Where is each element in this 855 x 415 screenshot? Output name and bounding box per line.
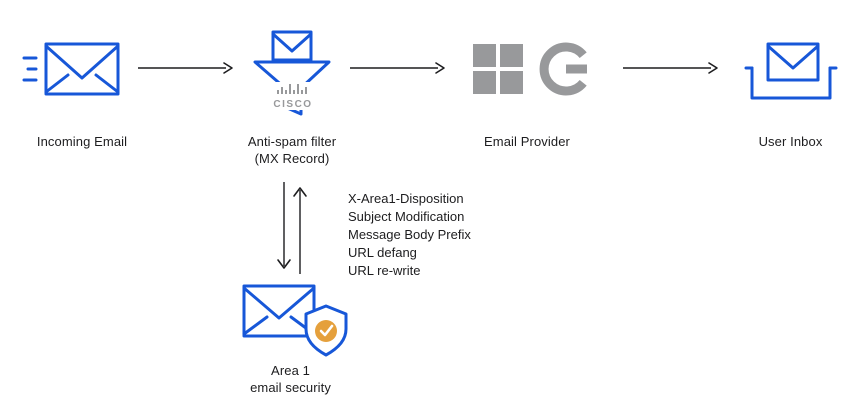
arrow-right-icon	[138, 61, 234, 75]
envelope-icon	[242, 284, 316, 338]
annotation-line: URL defang	[348, 245, 417, 260]
arrow-right-icon	[623, 61, 719, 75]
annotation-line: Subject Modification	[348, 209, 465, 224]
cisco-logo: CISCO	[273, 84, 312, 110]
envelope-icon	[766, 42, 820, 82]
incoming-email-label: Incoming Email	[36, 134, 128, 149]
incoming-email-icon	[22, 36, 122, 102]
inbox-tray-icon	[750, 66, 832, 100]
user-inbox-icon	[742, 38, 838, 102]
user-inbox-label: User Inbox	[758, 134, 823, 149]
email-provider-label: Email Provider	[484, 134, 570, 149]
arrow-right-icon	[350, 61, 446, 75]
area1-label: Area 1 email security	[250, 363, 331, 395]
svg-text:CISCO: CISCO	[273, 99, 312, 110]
envelope-icon	[271, 30, 313, 62]
processing-annotations: X-Area1-Disposition Subject Modification…	[348, 190, 548, 280]
annotation-line: URL re-write	[348, 263, 421, 278]
anti-spam-filter-label: Anti-spam filter (MX Record)	[247, 134, 337, 166]
check-badge-icon	[315, 320, 337, 342]
microsoft-logo-icon	[473, 44, 523, 94]
annotation-line: Message Body Prefix	[348, 227, 471, 242]
annotation-line: X-Area1-Disposition	[348, 191, 464, 206]
anti-spam-filter-icon: CISCO	[245, 28, 340, 123]
arrow-vertical-both-icon	[266, 182, 310, 274]
google-g-logo-icon	[538, 41, 594, 97]
area1-security-icon	[240, 280, 348, 360]
